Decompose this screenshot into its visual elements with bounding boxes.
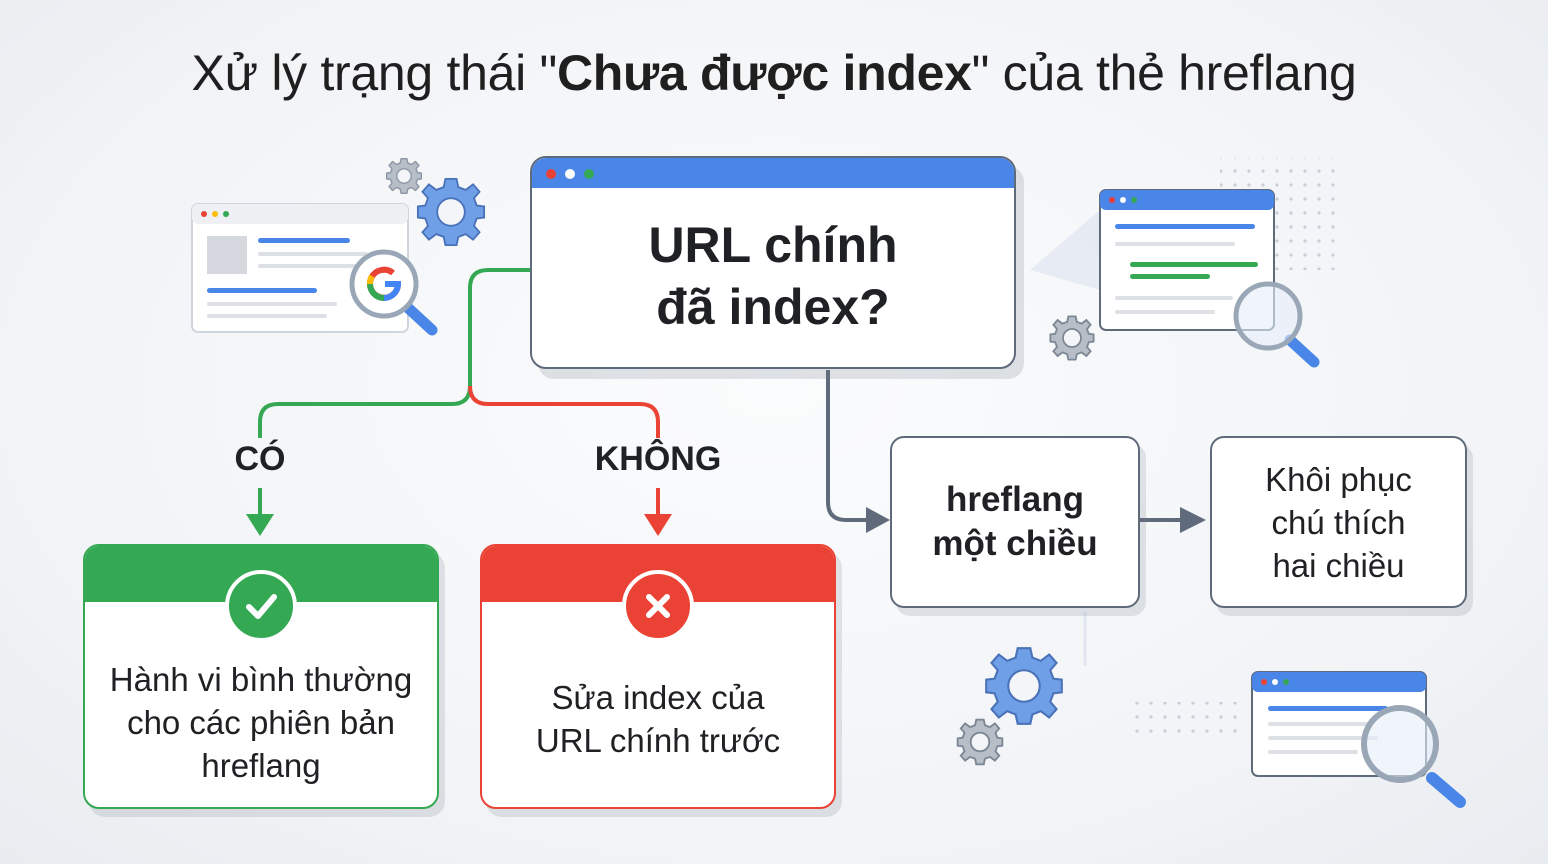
decision-question-line: đã index?	[656, 278, 890, 335]
page-browser-illustration	[1099, 189, 1320, 368]
oneway-to-restore-arrowhead	[1180, 507, 1206, 533]
restore-bidirectional-box: Khôi phục chú thích hai chiều	[1210, 436, 1467, 608]
restore-line: chú thích	[1271, 503, 1406, 541]
gear-icon	[1049, 315, 1095, 361]
decision-question: URL chính đã index?	[648, 214, 897, 338]
dot-grid	[1128, 702, 1238, 742]
gear-icon	[416, 177, 486, 247]
no-result-text: Sửa index của URL chính trước	[490, 676, 826, 762]
no-arrowhead	[644, 514, 672, 536]
one-way-line: hreflang	[945, 480, 1085, 519]
title-emphasis: Chưa được index	[556, 45, 972, 101]
window-dot	[584, 169, 594, 179]
window-dot	[546, 169, 556, 179]
failure-badge	[622, 570, 694, 642]
no-branch-label: KHÔNG	[594, 440, 722, 478]
yes-arrowhead	[246, 514, 274, 536]
yes-result-line: Hành vi bình thường	[109, 661, 413, 698]
decision-question-line: URL chính	[648, 216, 898, 273]
yes-connector	[258, 268, 530, 438]
search-browser-illustration	[191, 203, 438, 336]
main-to-oneway-arrowhead	[866, 507, 890, 533]
gear-icon	[386, 158, 422, 194]
one-way-hreflang-text: hreflang một chiều	[932, 478, 1097, 566]
yes-result-line: cho các phiên bản	[127, 704, 395, 741]
decision-box: URL chính đã index?	[530, 156, 1016, 369]
no-result-line: Sửa index của	[551, 679, 765, 716]
no-result-box	[480, 544, 836, 809]
title-prefix: Xử lý trạng thái "	[191, 45, 558, 101]
no-connector	[468, 385, 660, 438]
magnifier-icon	[349, 249, 438, 336]
success-badge	[225, 570, 297, 642]
magnifier-icon	[1361, 705, 1466, 808]
yes-result-text: Hành vi bình thường cho các phiên bản hr…	[93, 658, 429, 787]
window-dot	[565, 169, 575, 179]
google-g-icon	[367, 266, 402, 301]
restore-line: hai chiều	[1272, 546, 1405, 584]
main-to-oneway-connector	[826, 370, 872, 522]
gear-icon	[956, 718, 1004, 766]
magnifier-icon	[1233, 281, 1320, 368]
gear-icon	[985, 647, 1063, 725]
yes-result-line: hreflang	[201, 747, 321, 784]
diagram-title: Xử lý trạng thái "Chưa được index" của t…	[0, 44, 1548, 102]
page-browser-illustration	[1251, 671, 1466, 808]
one-way-line: một chiều	[932, 524, 1098, 563]
window-title-bar	[532, 158, 1014, 188]
restore-line: Khôi phục	[1265, 460, 1412, 498]
yes-branch-label: CÓ	[234, 440, 286, 478]
restore-bidirectional-text: Khôi phục chú thích hai chiều	[1265, 458, 1412, 587]
x-icon	[646, 594, 670, 618]
one-way-hreflang-box: hreflang một chiều	[890, 436, 1140, 608]
title-suffix: " của thẻ hreflang	[971, 45, 1357, 101]
no-result-line: URL chính trước	[535, 722, 781, 759]
check-icon	[246, 594, 277, 619]
yes-result-box	[83, 544, 439, 809]
